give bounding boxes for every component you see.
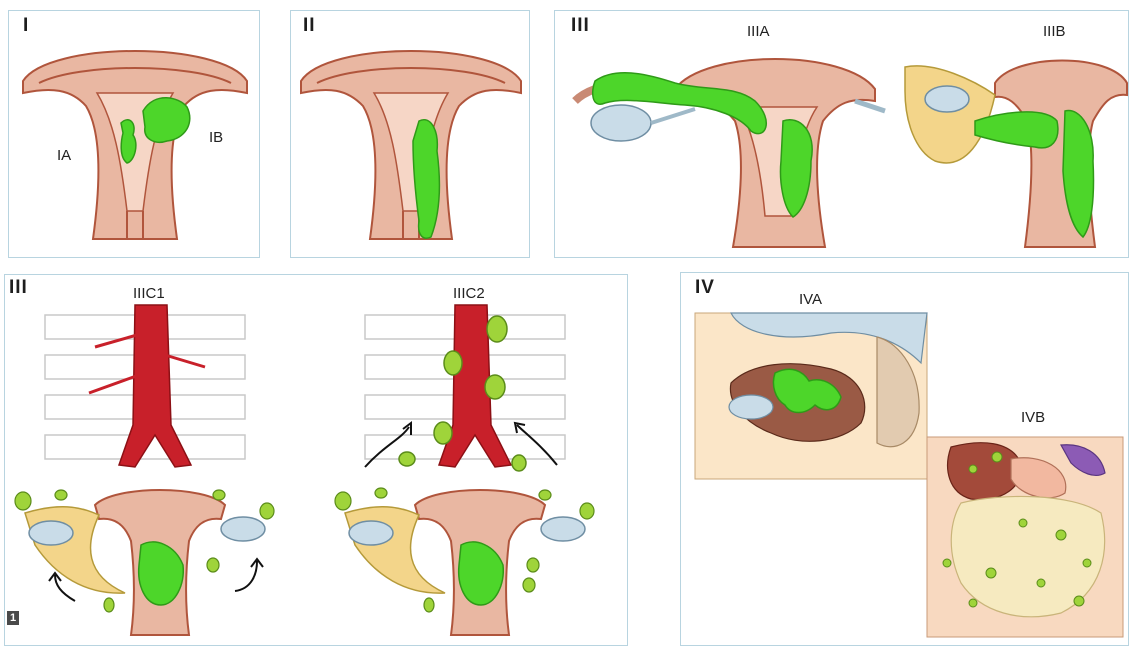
- stage-ib-label: IB: [209, 129, 223, 146]
- stage-ia-label: IA: [57, 147, 71, 164]
- panel-stage-3: III IIIA IIIB: [554, 10, 1129, 258]
- pelvis-sagittal-illustration: [681, 273, 1129, 646]
- aorta-illustration: [5, 275, 628, 646]
- figure-number-badge: 1: [7, 611, 19, 625]
- uterus-illustration: [291, 11, 530, 258]
- tumor-ia: [121, 120, 136, 163]
- tumor-ib: [143, 98, 190, 142]
- ovary-iiia: [591, 105, 651, 141]
- broad-ligament-iiib: [905, 66, 995, 163]
- panel-stage-3c: III IIIC1 IIIC2: [4, 274, 628, 646]
- panel-stage-1: I IA IB: [8, 10, 260, 258]
- panel-stage-4: IV IVA IVB: [680, 272, 1129, 646]
- tumor-iiib-parametrium: [975, 112, 1058, 148]
- panel-stage-2: II: [290, 10, 530, 258]
- uterus-adnexa-illustration: [555, 11, 1129, 258]
